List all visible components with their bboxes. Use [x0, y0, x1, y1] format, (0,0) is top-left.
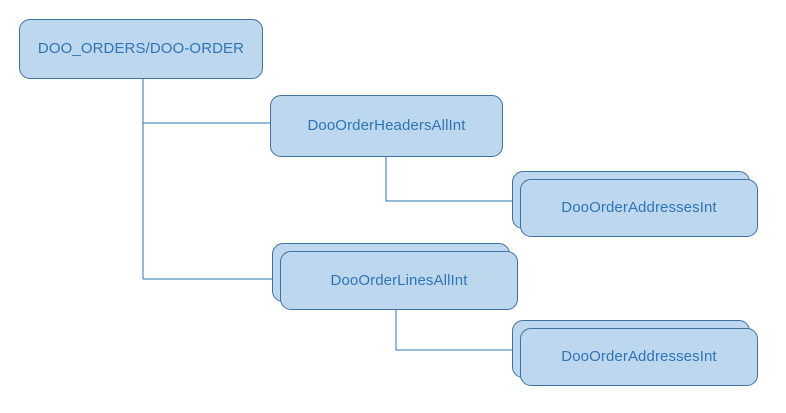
node-line-doo-order-addresses-int[interactable]: DooOrderAddressesInt — [520, 328, 758, 386]
node-doo-order-headers-all-int-label: DooOrderHeadersAllInt — [307, 117, 466, 135]
node-doo-order-lines-all-int[interactable]: DooOrderLinesAllInt — [280, 251, 518, 310]
node-header-doo-order-addresses-int-label: DooOrderAddressesInt — [561, 199, 717, 217]
node-header-doo-order-addresses-int[interactable]: DooOrderAddressesInt — [520, 179, 758, 237]
node-root-label: DOO_ORDERS/DOO-ORDER — [37, 40, 245, 58]
node-line-doo-order-addresses-int-label: DooOrderAddressesInt — [561, 348, 717, 366]
node-doo-order-lines-all-int-label: DooOrderLinesAllInt — [330, 271, 468, 289]
connector-headers-to-addresses — [385, 157, 512, 202]
node-root[interactable]: DOO_ORDERS/DOO-ORDER — [19, 19, 263, 79]
node-doo-order-headers-all-int[interactable]: DooOrderHeadersAllInt — [270, 95, 503, 157]
connector-lines-to-addresses — [395, 310, 512, 351]
